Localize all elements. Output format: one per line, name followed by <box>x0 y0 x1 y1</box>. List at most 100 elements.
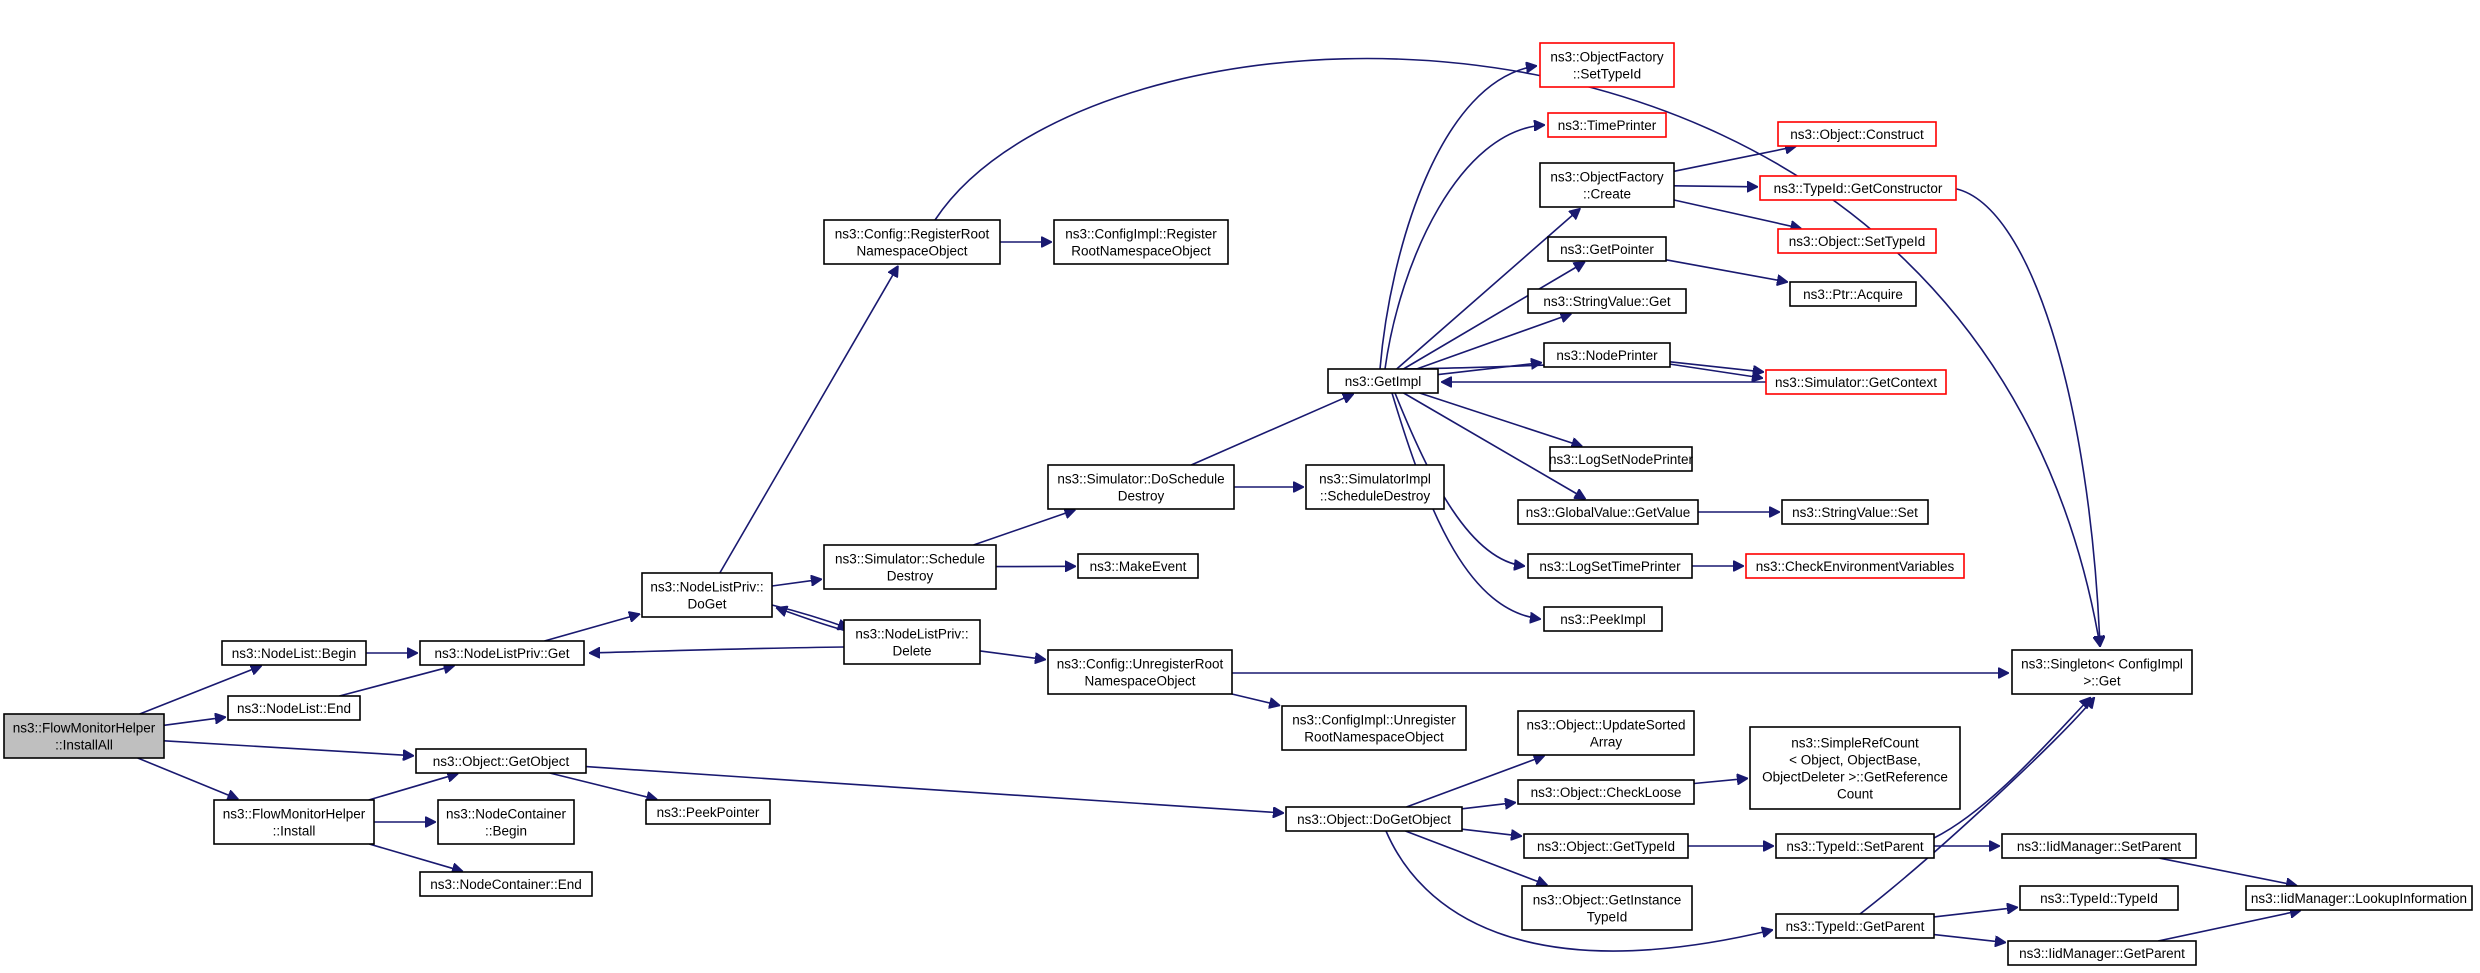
node-box <box>1517 499 1699 525</box>
node-label-line: ::Begin <box>485 824 527 839</box>
node-label-line: ns3::Object::GetInstance <box>1533 893 1682 908</box>
node-box <box>1539 42 1675 88</box>
node-label-line: ns3::GetImpl <box>1345 374 1422 389</box>
node-config-unregisterroot[interactable]: ns3::Config::UnregisterRootNamespaceObje… <box>1047 649 1233 695</box>
node-iidmanager-lookup[interactable]: ns3::IidManager::LookupInformation <box>2245 885 2473 911</box>
edge-iidmanager-setparent-to-iidmanager-lookup <box>2158 857 2296 885</box>
node-getpointer[interactable]: ns3::GetPointer <box>1547 236 1667 262</box>
node-nodelistpriv-get[interactable]: ns3::NodeListPriv::Get <box>419 640 585 666</box>
edge-typeid-setparent-to-singleton-get <box>1933 698 2090 839</box>
node-stringvalue-set[interactable]: ns3::StringValue::Set <box>1781 499 1929 525</box>
node-objectfactory-create[interactable]: ns3::ObjectFactory::Create <box>1539 162 1675 208</box>
edge-object-dogetobject-to-typeid-getparent <box>1385 830 1772 952</box>
node-label-line: >::Get <box>2083 674 2120 689</box>
node-simulator-scheduledestroy[interactable]: ns3::Simulator::ScheduleDestroy <box>823 544 997 590</box>
node-label-line: ns3::NodeListPriv::Get <box>434 646 569 661</box>
node-box <box>1547 112 1667 138</box>
node-box <box>415 748 587 774</box>
node-checkenvvars[interactable]: ns3::CheckEnvironmentVariables <box>1745 553 1965 579</box>
node-nodeprinter[interactable]: ns3::NodePrinter <box>1543 342 1671 368</box>
edge-getimpl-to-nodeprinter <box>1437 363 1541 376</box>
node-stringvalue-get[interactable]: ns3::StringValue::Get <box>1527 288 1687 314</box>
node-object-construct[interactable]: ns3::Object::Construct <box>1777 121 1937 147</box>
edge-getimpl-to-globalvalue-getvalue <box>1403 392 1585 499</box>
node-nodelistpriv-doget[interactable]: ns3::NodeListPriv::DoGet <box>641 572 773 618</box>
node-singleton-get[interactable]: ns3::Singleton< ConfigImpl >::Get <box>2011 649 2193 695</box>
node-box <box>1047 649 1233 695</box>
node-nodelist-begin[interactable]: ns3::NodeList::Begin <box>221 640 367 666</box>
node-nodecontainer-end[interactable]: ns3::NodeContainer::End <box>419 871 593 897</box>
edge-nodelistpriv-doget-to-config-registerroot <box>719 267 898 574</box>
node-objectfactory-settypeid[interactable]: ns3::ObjectFactory::SetTypeId <box>1539 42 1675 88</box>
node-box <box>1781 499 1929 525</box>
node-label-line: Destroy <box>887 569 934 584</box>
node-label-line: Array <box>1590 735 1623 750</box>
node-iidmanager-setparent[interactable]: ns3::IidManager::SetParent <box>2001 833 2197 859</box>
node-timeprinter[interactable]: ns3::TimePrinter <box>1547 112 1667 138</box>
node-box <box>1775 833 1935 859</box>
node-label-line: ns3::TypeId::GetParent <box>1786 919 1925 934</box>
node-label-line: ns3::NodeList::End <box>237 701 351 716</box>
node-label-line: ns3::CheckEnvironmentVariables <box>1756 559 1955 574</box>
node-logsetnodeprinter[interactable]: ns3::LogSetNodePrinter <box>1549 446 1694 472</box>
node-object-getobject[interactable]: ns3::Object::GetObject <box>415 748 587 774</box>
node-nodelist-end[interactable]: ns3::NodeList::End <box>227 695 361 721</box>
node-object-dogetobject[interactable]: ns3::Object::DoGetObject <box>1285 806 1463 832</box>
node-box <box>641 572 773 618</box>
node-box <box>1077 553 1199 579</box>
node-simplerefcount[interactable]: ns3::SimpleRefCount< Object, ObjectBase,… <box>1749 726 1961 810</box>
edge-getimpl-to-getpointer <box>1402 263 1584 370</box>
node-configimpl-unregisterroot[interactable]: ns3::ConfigImpl::UnregisterRootNamespace… <box>1281 705 1467 751</box>
edge-object-dogetobject-to-object-getinstancetypeid <box>1405 830 1546 885</box>
node-peekimpl[interactable]: ns3::PeekImpl <box>1543 606 1663 632</box>
edge-getimpl-to-peekimpl <box>1391 392 1540 619</box>
node-typeid-setparent[interactable]: ns3::TypeId::SetParent <box>1775 833 1935 859</box>
node-box <box>1517 710 1695 756</box>
edge-getimpl-to-objectfactory-settypeid <box>1379 66 1536 370</box>
node-label-line: ns3::StringValue::Set <box>1792 505 1918 520</box>
edge-typeid-getparent-to-iidmanager-getparent <box>1933 933 2005 943</box>
node-label-line: ns3::GetPointer <box>1560 242 1654 257</box>
node-label-line: ns3::NodeListPriv:: <box>855 627 968 642</box>
node-object-settypeid[interactable]: ns3::Object::SetTypeId <box>1777 228 1937 254</box>
node-typeid-getconstructor[interactable]: ns3::TypeId::GetConstructor <box>1759 175 1957 201</box>
node-getimpl[interactable]: ns3::GetImpl <box>1327 368 1439 394</box>
edge-typeid-getconstructor-to-singleton-get <box>1951 187 2100 646</box>
node-label-line: ns3::IidManager::SetParent <box>2017 839 2182 854</box>
node-typeid-getparent[interactable]: ns3::TypeId::GetParent <box>1775 913 1935 939</box>
node-label-line: ns3::StringValue::Get <box>1543 294 1671 309</box>
node-label-line: ns3::Object::Construct <box>1790 127 1924 142</box>
edge-fmh-install-to-nodecontainer-end <box>368 843 462 871</box>
node-label-line: ::ScheduleDestroy <box>1320 489 1431 504</box>
node-fmh-install[interactable]: ns3::FlowMonitorHelper::Install <box>213 799 375 845</box>
node-box <box>1539 162 1675 208</box>
node-box <box>823 219 1001 265</box>
node-nodelistpriv-delete[interactable]: ns3::NodeListPriv::Delete <box>843 619 981 665</box>
node-globalvalue-getvalue[interactable]: ns3::GlobalValue::GetValue <box>1517 499 1699 525</box>
edges-layer <box>137 57 2300 952</box>
node-box <box>2007 940 2197 966</box>
node-root[interactable]: ns3::FlowMonitorHelper::InstallAll <box>3 713 165 759</box>
node-label-line: NamespaceObject <box>1084 674 1195 689</box>
node-simulatorimpl-scheduledestroy[interactable]: ns3::SimulatorImpl::ScheduleDestroy <box>1305 464 1445 510</box>
node-peekpointer[interactable]: ns3::PeekPointer <box>645 799 771 825</box>
node-ptr-acquire[interactable]: ns3::Ptr::Acquire <box>1789 281 1917 307</box>
edge-getimpl-to-stringvalue-get <box>1416 314 1571 370</box>
node-simulator-getcontext[interactable]: ns3::Simulator::GetContext <box>1765 369 1947 395</box>
node-typeid-typeid[interactable]: ns3::TypeId::TypeId <box>2019 885 2179 911</box>
node-makeevent[interactable]: ns3::MakeEvent <box>1077 553 1199 579</box>
node-object-gettypeid[interactable]: ns3::Object::GetTypeId <box>1523 833 1689 859</box>
node-configimpl-registerroot[interactable]: ns3::ConfigImpl::RegisterRootNamespaceOb… <box>1053 219 1229 265</box>
node-nodecontainer-begin[interactable]: ns3::NodeContainer::Begin <box>437 799 575 845</box>
node-logsettimeprinter[interactable]: ns3::LogSetTimePrinter <box>1527 553 1693 579</box>
node-label-line: ns3::FlowMonitorHelper <box>13 721 156 736</box>
node-label-line: ns3::LogSetTimePrinter <box>1539 559 1681 574</box>
node-label-line: ns3::TimePrinter <box>1558 118 1657 133</box>
node-object-checkloose[interactable]: ns3::Object::CheckLoose <box>1517 779 1695 805</box>
node-iidmanager-getparent[interactable]: ns3::IidManager::GetParent <box>2007 940 2197 966</box>
node-label-line: ns3::TypeId::GetConstructor <box>1774 181 1943 196</box>
